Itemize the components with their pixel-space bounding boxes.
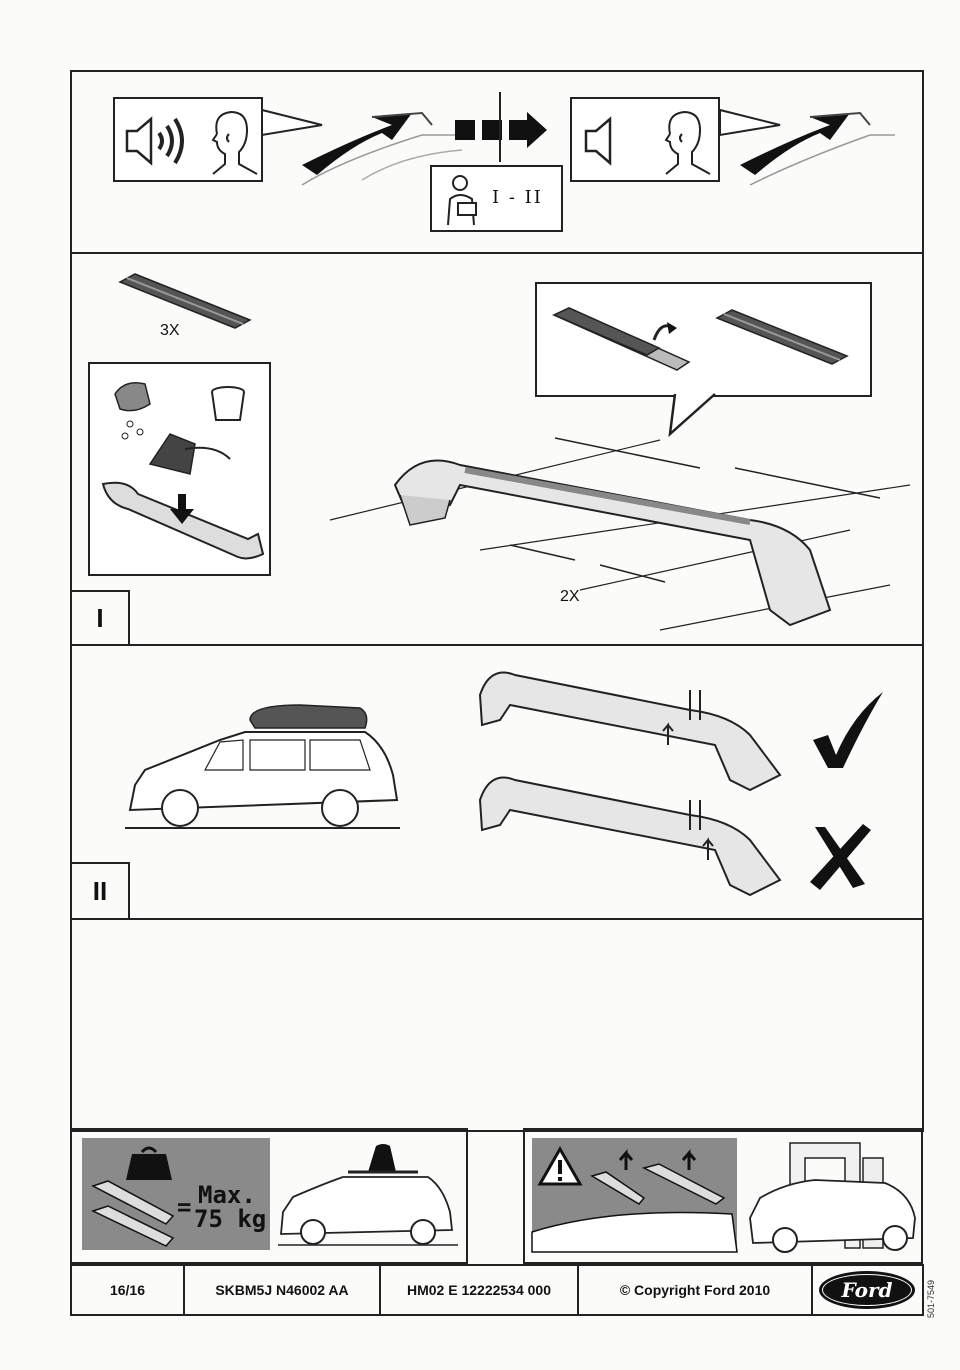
roof-bars-icon <box>91 1180 175 1247</box>
bucket-icon <box>211 386 245 421</box>
max-load-badge: = Max. 75 kg <box>82 1138 270 1250</box>
callout-loud-noise <box>113 97 263 182</box>
correct-mount-illustration <box>478 671 782 792</box>
panel-blank <box>70 918 924 1132</box>
step-2-label: II <box>70 862 130 920</box>
equals-sign: = <box>177 1193 192 1221</box>
warning-badge <box>531 1138 738 1253</box>
car-roof-front-illustration <box>719 108 895 186</box>
car-with-roof-load-illustration <box>278 1144 458 1246</box>
footer-copyright: © Copyright Ford 2010 <box>579 1266 813 1314</box>
bars-removal-icon <box>590 1148 726 1205</box>
speaker-quiet-icon <box>584 116 612 166</box>
hand-wash-icon <box>114 382 151 440</box>
callout-pointer <box>668 393 716 438</box>
proceed-arrow-icon <box>455 112 547 148</box>
incorrect-mount-illustration <box>478 776 782 897</box>
callout-peel-strip <box>535 282 872 397</box>
callout-no-noise <box>570 97 720 182</box>
side-document-code: 501-7549 <box>926 1279 936 1318</box>
footer-doc-code: SKBM5J N46002 AA <box>185 1266 381 1314</box>
speaker-loud-icon <box>125 116 184 166</box>
warning-triangle-icon <box>537 1145 583 1186</box>
cleaning-instructions-box <box>88 362 271 576</box>
checkmark-icon <box>813 692 883 768</box>
car-wash-illustration <box>749 1142 916 1253</box>
footer-page-number: 16/16 <box>72 1266 185 1314</box>
max-load-value: 75 kg <box>194 1205 267 1233</box>
divider-line <box>499 92 501 162</box>
max-label: Max. <box>198 1181 256 1209</box>
person-reading-icon <box>447 175 477 226</box>
person-listening-icon <box>211 110 258 175</box>
strips-quantity: 3X <box>160 322 180 339</box>
ford-logo: Ford <box>819 1271 915 1309</box>
bars-quantity: 2X <box>560 588 580 605</box>
footer-bar: 16/16 SKBM5J N46002 AA HM02 E 12222534 0… <box>70 1264 924 1316</box>
step-1-label: I <box>70 590 130 646</box>
cross-icon <box>810 824 871 890</box>
person-listening-icon <box>664 110 711 175</box>
panel-car-wash-warning <box>523 1128 923 1264</box>
car-roof-front-illustration <box>261 108 463 186</box>
adhesive-strip-illustration <box>118 273 252 329</box>
manual-steps-box: I - II <box>430 165 563 232</box>
adhesive-strip-illustration <box>715 309 849 365</box>
footer-part-code: HM02 E 12222534 000 <box>381 1266 579 1314</box>
foot-bracket-illustration <box>101 481 265 560</box>
ford-logo-text: Ford <box>822 1274 912 1306</box>
cloth-wipe-icon <box>148 433 231 475</box>
weight-icon <box>126 1146 172 1180</box>
step-range-label: I - II <box>492 187 543 208</box>
car-with-roof-box-illustration <box>125 704 400 829</box>
roof-bar-placement-illustration <box>329 437 911 631</box>
peel-backing-illustration <box>552 307 691 371</box>
panel-max-load <box>70 1128 468 1264</box>
car-roof-outline <box>531 1211 738 1253</box>
